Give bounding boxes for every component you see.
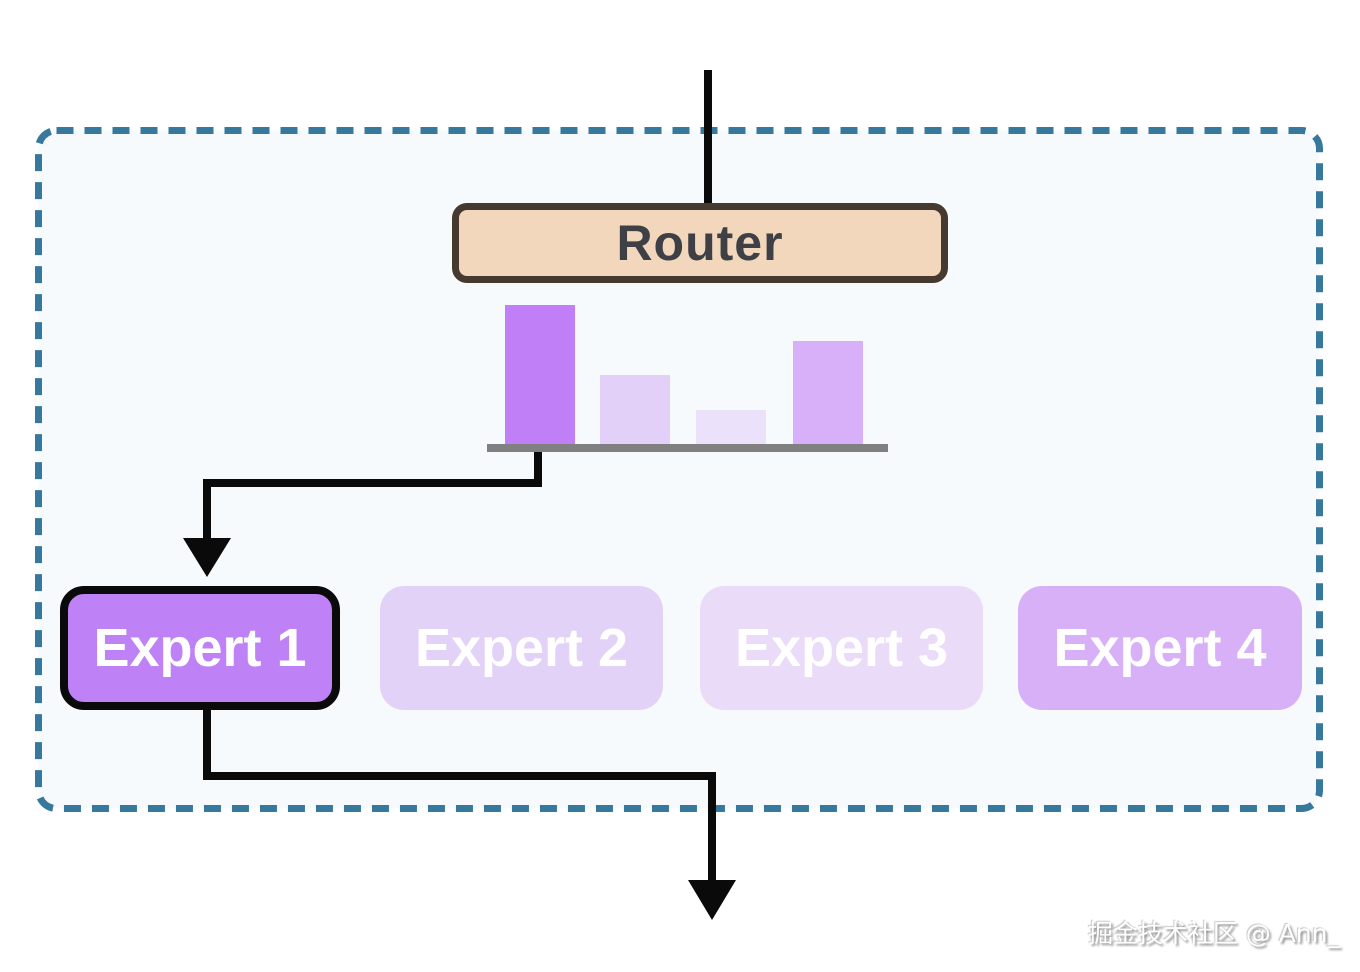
expert-3-box: Expert 3 (700, 586, 983, 710)
router-to-expert1-arrow-line (203, 448, 542, 542)
weight-bar-expert4 (793, 341, 863, 446)
weight-bar-expert2 (600, 375, 670, 446)
chart-baseline (487, 444, 888, 452)
watermark-text: 掘金技术社区 @ Ann_ (1087, 919, 1340, 948)
router-to-expert1-arrowhead-icon (183, 538, 231, 577)
expert-2-box: Expert 2 (380, 586, 663, 710)
router-weights-bar-chart (487, 296, 888, 452)
expert1-to-output-arrow-line (203, 704, 716, 884)
weight-bar-expert3 (696, 410, 766, 446)
router-box: Router (452, 203, 948, 283)
expert-2-label: Expert 2 (414, 618, 629, 678)
expert-4-label: Expert 4 (1053, 618, 1267, 678)
expert-4-box: Expert 4 (1018, 586, 1302, 710)
expert1-to-output-arrowhead-icon (688, 880, 736, 920)
expert-1-label: Expert 1 (93, 618, 307, 678)
moe-layer-dashed-container (35, 127, 1323, 812)
expert-3-label: Expert 3 (734, 618, 949, 678)
weight-bar-expert1 (505, 305, 575, 446)
expert-1-box: Expert 1 (60, 586, 340, 710)
router-label: Router (616, 215, 784, 271)
